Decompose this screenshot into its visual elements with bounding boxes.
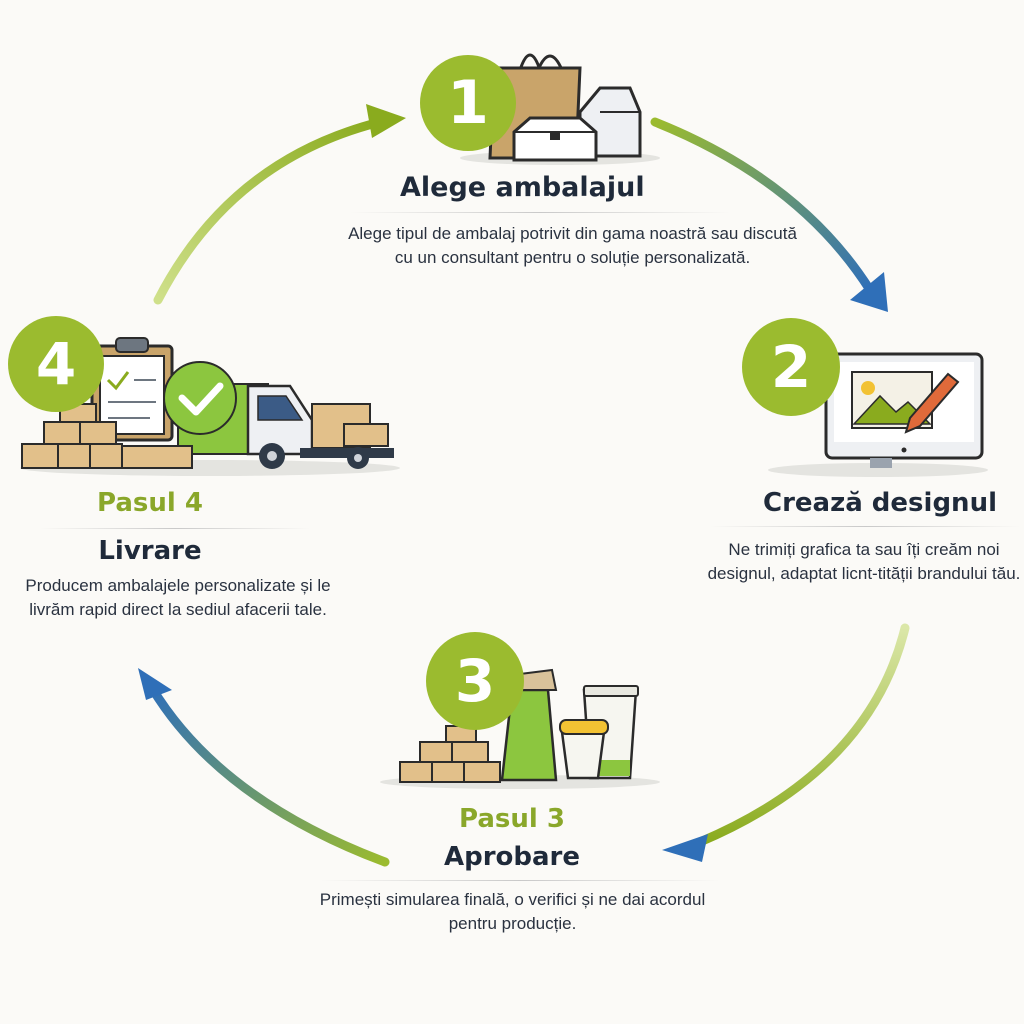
step-4-badge: 4 xyxy=(8,316,104,412)
step-1-title: Alege ambalajul xyxy=(400,172,645,203)
step-4-title: Livrare xyxy=(98,536,202,566)
step-4-divider xyxy=(40,528,310,529)
step-4-label: Pasul 4 xyxy=(97,488,203,518)
step-3-badge: 3 xyxy=(426,632,524,730)
monitor-design-icon xyxy=(768,352,988,477)
step-1-badge: 1 xyxy=(420,55,516,151)
arrow-step4-to-step1 xyxy=(153,104,406,305)
step-1-divider xyxy=(350,212,730,213)
step-3-title: Aprobare xyxy=(443,842,581,872)
arrow-step3-to-step4 xyxy=(138,668,390,867)
step-4-description: Producem ambalajele personalizate și le … xyxy=(25,576,331,619)
step-2-description: Ne trimiți grafica ta sau îți creăm noi … xyxy=(707,540,1021,583)
step-3-divider xyxy=(320,880,720,881)
step-1-description: Alege tipul de ambalaj potrivit din gama… xyxy=(348,224,797,267)
step-2-title: Crează designul xyxy=(763,488,997,518)
arrow-step1-to-step2 xyxy=(650,117,888,312)
step-3-description: Primești simularea finală, o verifici și… xyxy=(319,890,706,933)
step-2-divider xyxy=(710,526,1020,527)
arrow-step2-to-step3 xyxy=(662,623,910,862)
step-2-badge: 2 xyxy=(742,318,840,416)
packaging-products-icon xyxy=(380,668,660,789)
step-3-label: Pasul 3 xyxy=(459,804,565,834)
